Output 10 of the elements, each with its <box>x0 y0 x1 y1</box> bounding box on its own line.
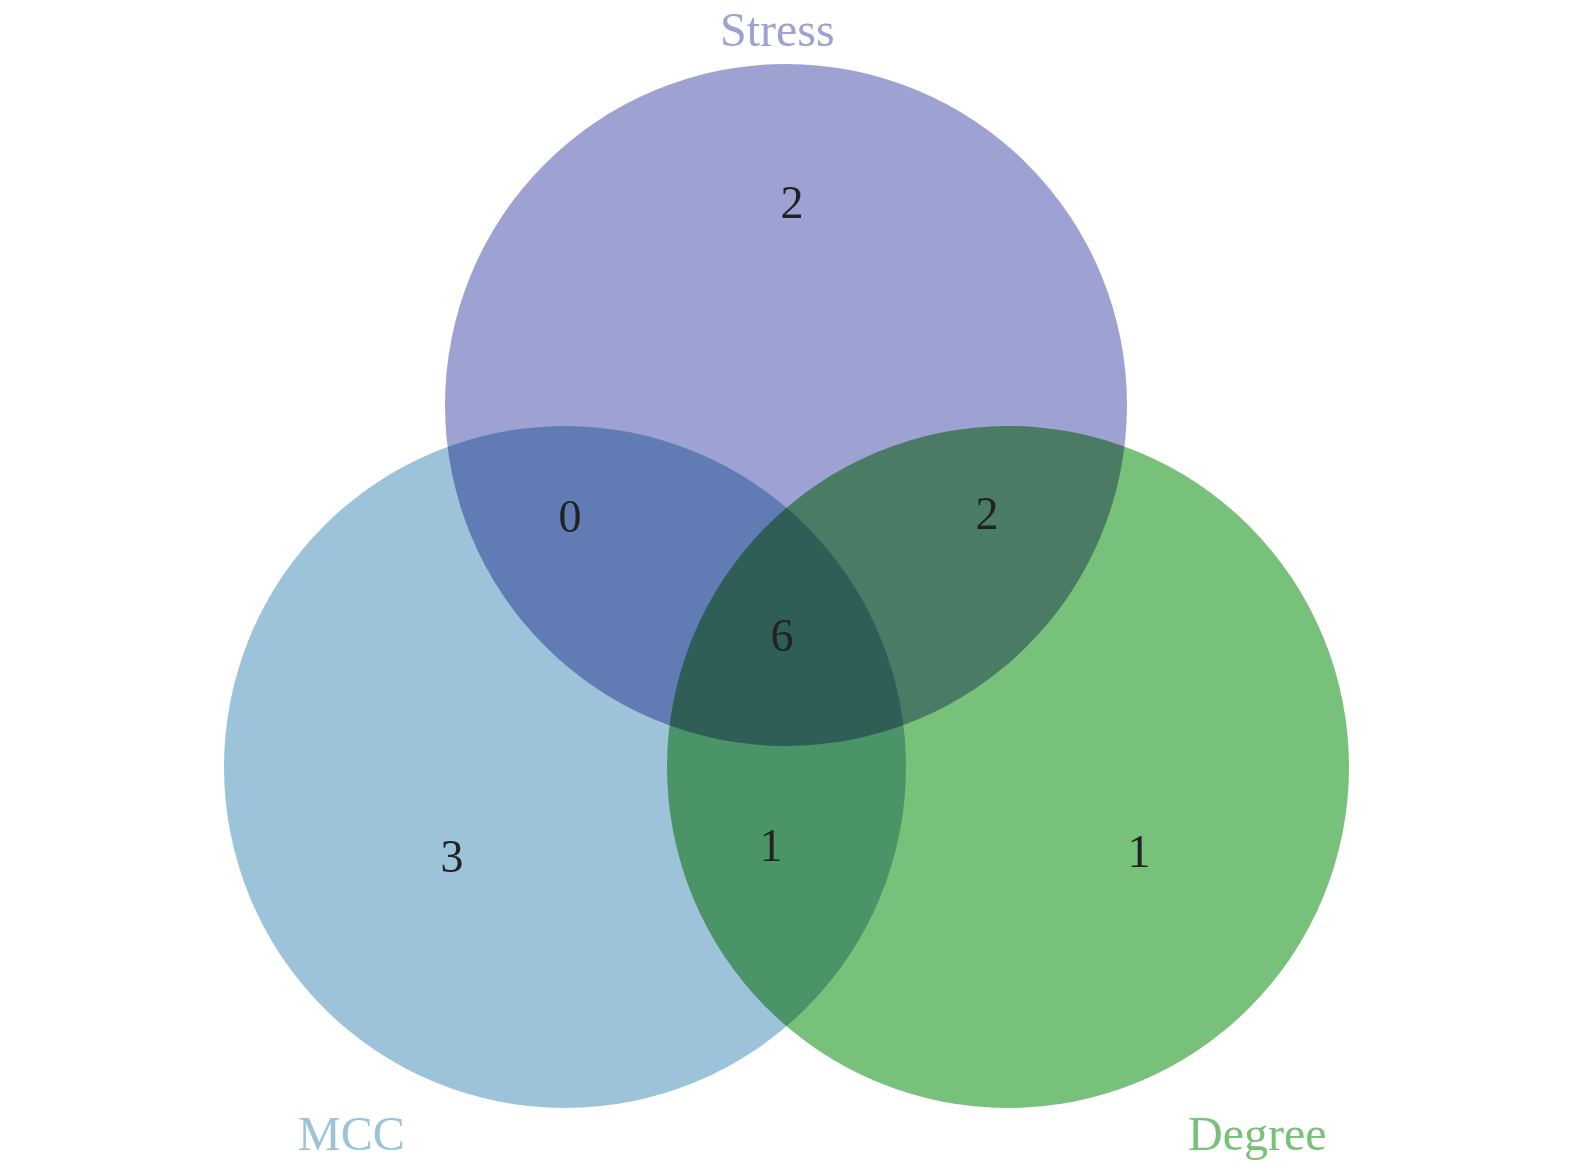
region-count: 3 <box>440 834 464 880</box>
region-count: 2 <box>780 180 804 226</box>
set-label: MCC <box>298 1110 405 1158</box>
region-count: 1 <box>1127 829 1151 875</box>
region-count: 6 <box>770 613 794 659</box>
region-count: 0 <box>558 494 582 540</box>
set-label: Degree <box>1188 1110 1327 1158</box>
region-count: 1 <box>759 823 783 869</box>
set-label: Stress <box>720 6 835 54</box>
region-count: 2 <box>975 491 999 537</box>
